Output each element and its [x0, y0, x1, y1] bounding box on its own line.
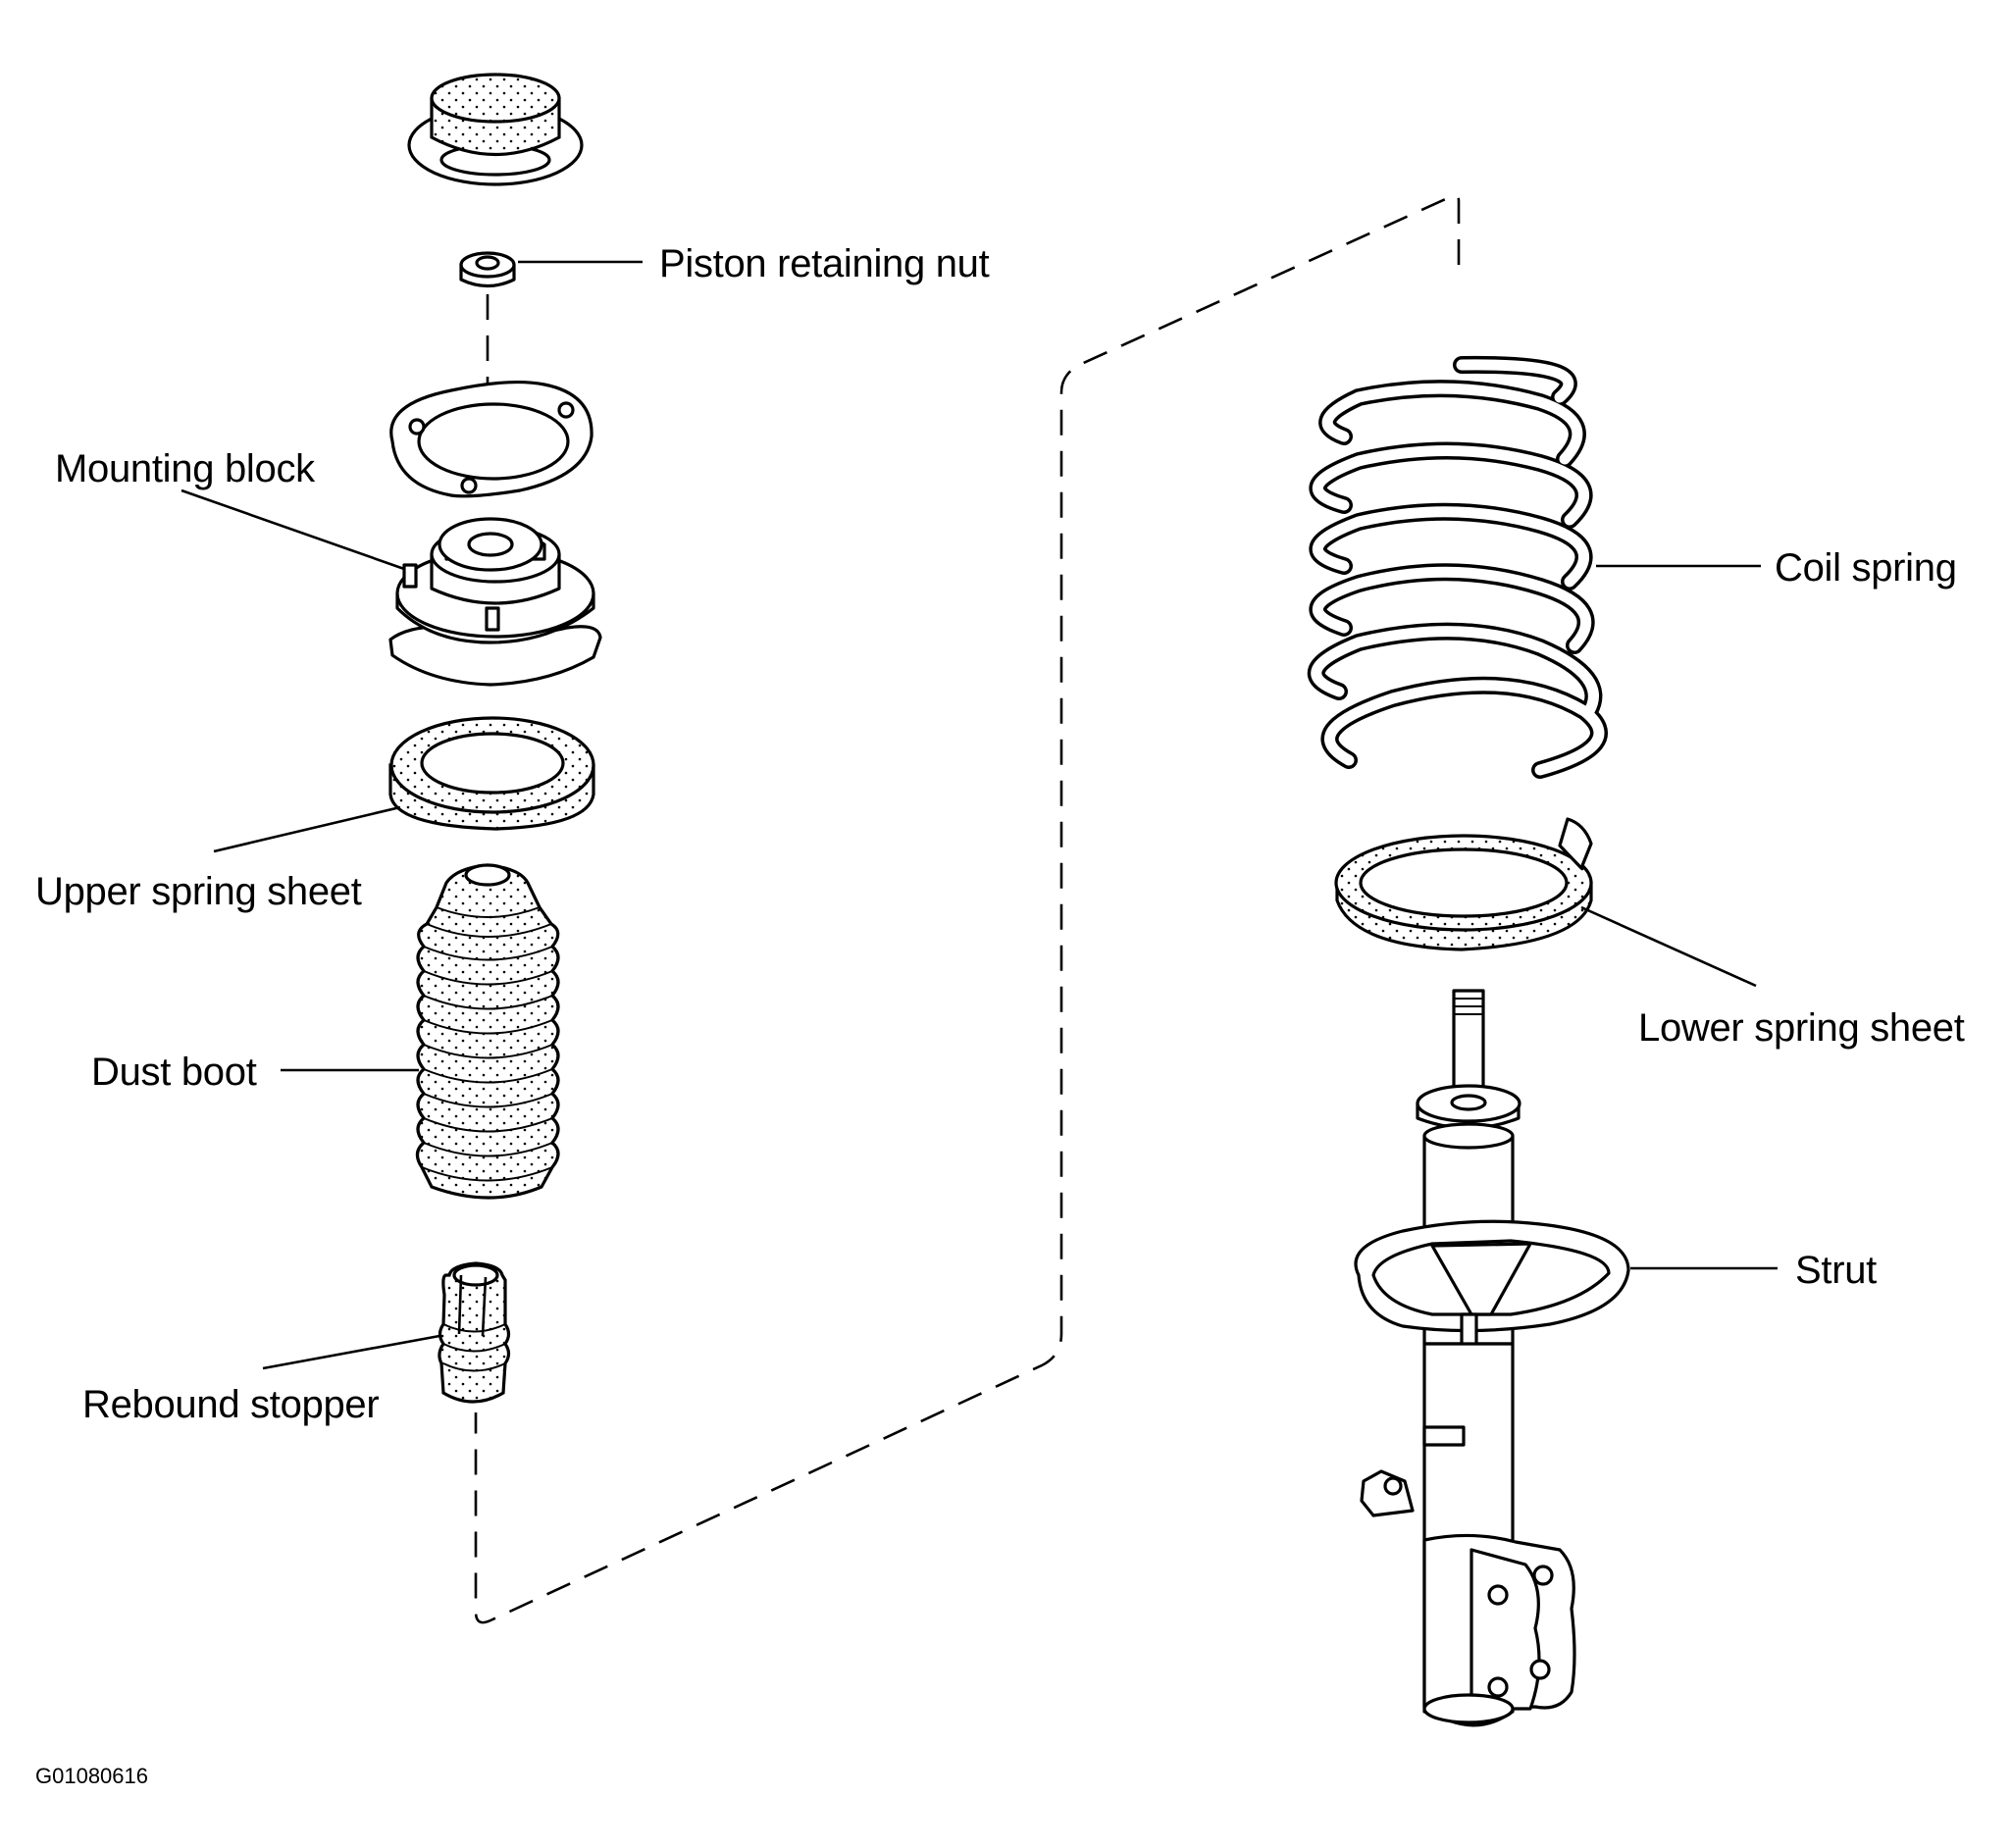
explode-path-dashed-line: [474, 193, 1461, 1624]
upper-spring-sheet-label: Upper spring sheet: [35, 870, 362, 913]
strut-part: [1354, 989, 1630, 1727]
lower-spring-sheet-part: [1334, 817, 1593, 951]
mounting-plate-part: [389, 380, 593, 498]
mounting-block-label: Mounting block: [55, 447, 315, 490]
coil-spring-part: [1307, 355, 1608, 779]
rebound-stopper-leader: [262, 1334, 440, 1370]
dust-boot-part: [415, 863, 560, 1200]
lower-spring-sheet-label: Lower spring sheet: [1638, 1006, 1965, 1050]
dust-cap-part: [407, 73, 584, 186]
piston-retaining-nut-part: [459, 251, 516, 288]
rebound-stopper-label: Rebound stopper: [82, 1383, 380, 1426]
mounting-block-leader: [180, 488, 405, 571]
strut-label: Strut: [1795, 1249, 1877, 1292]
upper-spring-sheet-part: [388, 716, 595, 831]
upper-spring-sheet-leader: [213, 805, 401, 853]
rebound-stopper-part: [438, 1261, 511, 1404]
coil-spring-label: Coil spring: [1775, 546, 1957, 590]
dust-boot-label: Dust boot: [91, 1051, 257, 1094]
figure-code: G01080616: [35, 1764, 148, 1788]
mounting-block-part: [388, 517, 602, 687]
piston-retaining-nut-label: Piston retaining nut: [659, 242, 990, 285]
lower-spring-sheet-leader: [1580, 905, 1757, 988]
